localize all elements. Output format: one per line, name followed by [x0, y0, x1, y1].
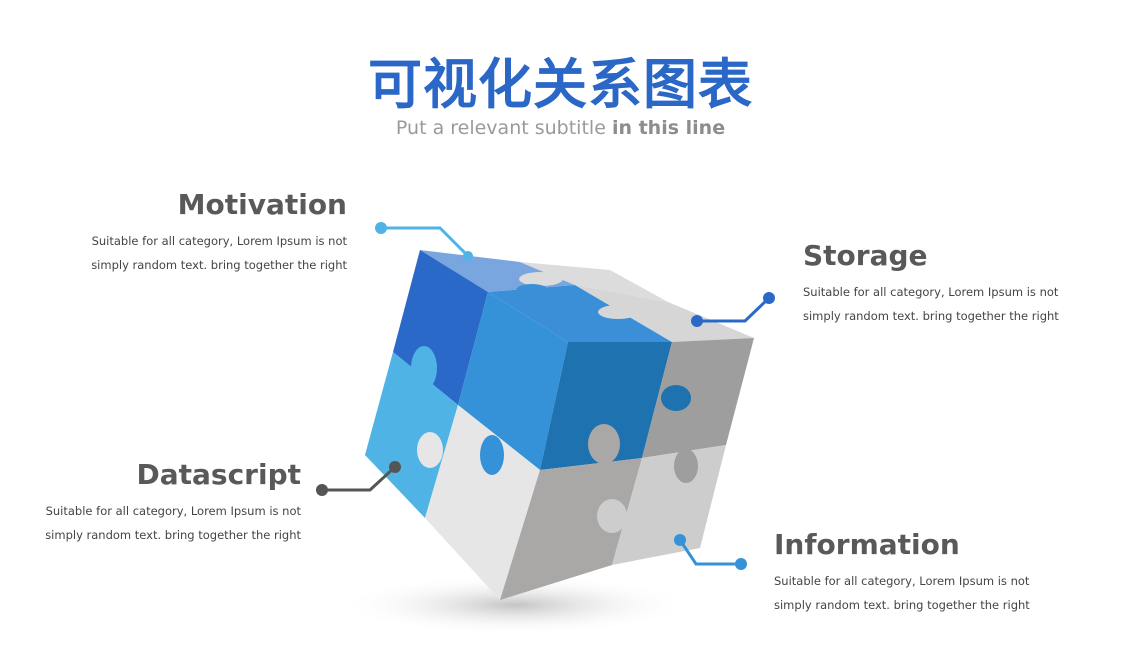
- information-text-line2: simply random text. bring together the r…: [774, 598, 1030, 612]
- right-piece-bottom-right: [612, 445, 726, 565]
- knob-left-3: [417, 432, 443, 468]
- datascript-text-line1: Suitable for all category, Lorem Ipsum i…: [45, 504, 301, 518]
- left-piece-top-front: [458, 292, 568, 470]
- storage-block: Storage Suitable for all category, Lorem…: [803, 239, 1103, 328]
- datascript-block: Datascript Suitable for all category, Lo…: [20, 458, 301, 547]
- knob-right-1: [588, 424, 620, 464]
- information-text-line1: Suitable for all category, Lorem Ipsum i…: [774, 574, 1030, 588]
- connector-information: [674, 534, 747, 570]
- top-piece-front-left: [488, 285, 672, 342]
- puzzle-cube-icon: [365, 250, 754, 600]
- left-piece-bottom-back: [365, 352, 458, 518]
- knob-right-3: [674, 449, 698, 483]
- knob-top-1: [519, 272, 563, 286]
- storage-text: Suitable for all category, Lorem Ipsum i…: [803, 280, 1103, 328]
- datascript-text-line2: simply random text. bring together the r…: [45, 528, 301, 542]
- cube-shadow: [340, 575, 690, 635]
- connector-motivation: [375, 222, 473, 261]
- information-block: Information Suitable for all category, L…: [774, 528, 1094, 617]
- motivation-text-line1: Suitable for all category, Lorem Ipsum i…: [91, 234, 347, 248]
- motivation-text: Suitable for all category, Lorem Ipsum i…: [70, 229, 347, 277]
- motivation-text-line2: simply random text. bring together the r…: [91, 258, 347, 272]
- right-piece-top-right: [642, 338, 754, 458]
- page-subtitle: Put a relevant subtitle in this line: [0, 117, 1121, 139]
- page-title: 可视化关系图表: [368, 53, 753, 116]
- information-title: Information: [774, 528, 960, 561]
- top-piece-front-right: [575, 285, 754, 342]
- knob-right-2: [661, 385, 691, 411]
- motivation-block: Motivation Suitable for all category, Lo…: [70, 188, 347, 277]
- storage-title: Storage: [803, 239, 928, 272]
- top-piece-back-right: [520, 262, 668, 302]
- knob-right-4: [597, 499, 627, 533]
- subtitle-regular: Put a relevant subtitle: [395, 117, 606, 139]
- connector-storage: [691, 292, 775, 327]
- connector-datascript: [316, 461, 401, 496]
- right-piece-bottom-left: [500, 458, 642, 600]
- knob-top-3: [598, 305, 638, 319]
- motivation-title: Motivation: [177, 188, 347, 221]
- knob-left-4: [480, 435, 504, 475]
- datascript-title: Datascript: [136, 458, 301, 491]
- right-piece-top-left: [540, 342, 672, 470]
- knob-top-2: [516, 284, 548, 296]
- datascript-text: Suitable for all category, Lorem Ipsum i…: [20, 499, 301, 547]
- left-piece-bottom-front: [425, 405, 540, 600]
- storage-text-line1: Suitable for all category, Lorem Ipsum i…: [803, 285, 1059, 299]
- information-text: Suitable for all category, Lorem Ipsum i…: [774, 569, 1094, 617]
- knob-left-2: [474, 338, 498, 372]
- storage-text-line2: simply random text. bring together the r…: [803, 309, 1059, 323]
- knob-left-1: [411, 346, 437, 390]
- subtitle-bold: in this line: [611, 117, 726, 139]
